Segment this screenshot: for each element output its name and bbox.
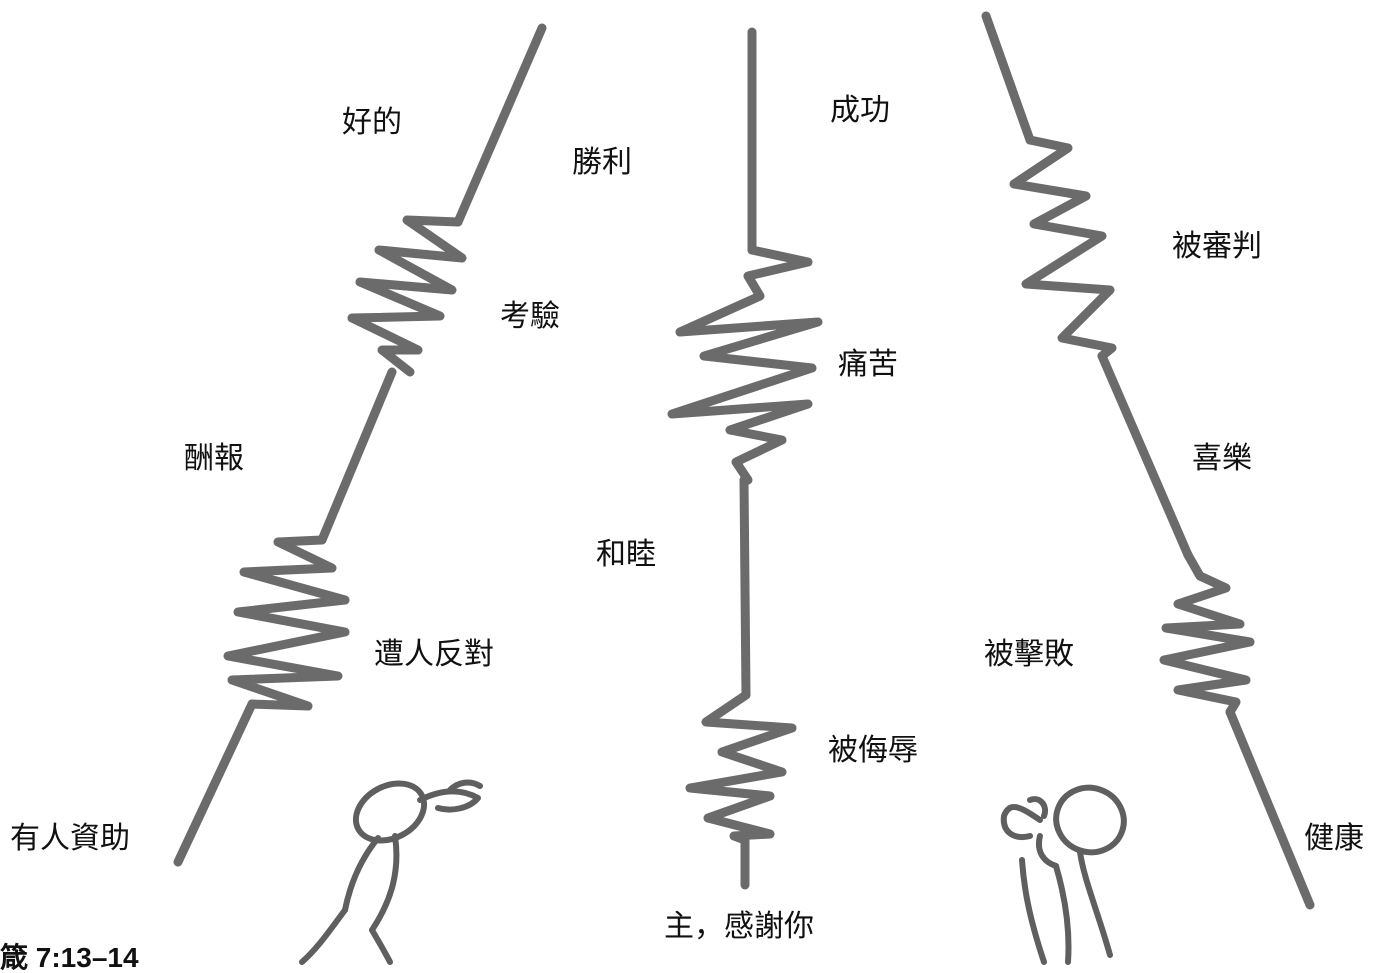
scripture-reference: 箴 7:13–14 <box>0 942 139 973</box>
label-reward: 酬報 <box>184 441 244 476</box>
left-line-upper <box>453 23 547 227</box>
right-figure-hand <box>1000 796 1048 840</box>
middle-life-line <box>667 27 823 890</box>
label-success: 成功 <box>830 93 890 128</box>
right-figure-head <box>1053 784 1127 856</box>
label-pain: 痛苦 <box>838 347 898 382</box>
label-joy: 喜樂 <box>1192 441 1252 476</box>
label-good: 好的 <box>342 105 402 140</box>
right-figure-leg-back <box>1019 857 1047 965</box>
label-insulted: 被侮辱 <box>828 733 918 768</box>
middle-zigzag-lower <box>685 690 797 845</box>
right-praising-figure <box>1000 784 1127 965</box>
left-figure-arm <box>342 835 381 913</box>
left-figure-head <box>352 780 428 844</box>
right-line-lower <box>1225 707 1315 910</box>
left-figure-leg-right <box>369 927 393 965</box>
middle-line-middle <box>739 475 751 700</box>
left-figure-hand <box>417 779 483 813</box>
right-line-middle <box>1097 351 1193 560</box>
right-figure-arm <box>1036 833 1059 869</box>
middle-zigzag-upper <box>667 245 823 485</box>
left-zigzag-upper <box>347 215 467 377</box>
label-victory: 勝利 <box>572 145 632 180</box>
label-health: 健康 <box>1304 821 1364 856</box>
label-opposed: 遭人反對 <box>374 637 494 672</box>
label-judged: 被審判 <box>1172 229 1262 264</box>
left-line-lower <box>173 699 257 867</box>
left-line-middle <box>317 367 397 545</box>
label-defeated: 被擊敗 <box>984 637 1074 672</box>
right-figure-leg <box>1053 863 1072 965</box>
left-figure-body <box>369 833 400 933</box>
right-life-line <box>981 11 1315 910</box>
label-test: 考驗 <box>500 299 560 334</box>
right-zigzag-lower <box>1159 550 1255 717</box>
right-figure-body <box>1077 849 1113 958</box>
left-figure-leg-left <box>299 907 348 965</box>
label-sponsored: 有人資助 <box>10 821 130 856</box>
left-life-line <box>173 23 547 867</box>
right-zigzag-upper <box>1009 135 1117 361</box>
right-line-upper <box>981 11 1035 145</box>
left-zigzag-lower <box>223 535 350 711</box>
label-thank-lord: 主，感謝你 <box>664 909 814 944</box>
left-praising-figure <box>299 779 483 965</box>
label-harmony: 和睦 <box>596 537 656 572</box>
